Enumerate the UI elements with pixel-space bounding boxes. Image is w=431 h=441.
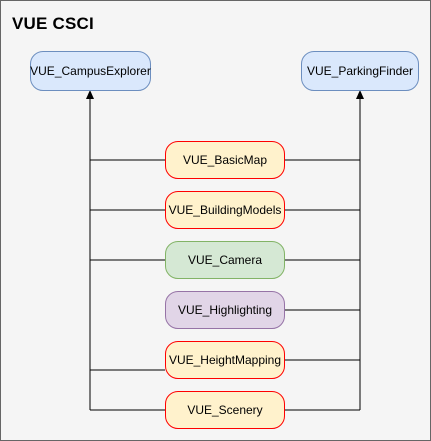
node-camera[interactable]: VUE_Camera <box>165 241 285 279</box>
diagram-title: VUE CSCI <box>12 14 94 33</box>
node-height-mapping[interactable]: VUE_HeightMapping <box>165 341 285 379</box>
node-parking-finder[interactable]: VUE_ParkingFinder <box>301 51 419 91</box>
parking-finder-arrowhead <box>356 90 364 99</box>
node-highlighting[interactable]: VUE_Highlighting <box>165 291 285 329</box>
node-building-models[interactable]: VUE_BuildingModels <box>165 191 285 229</box>
campus-explorer-arrowhead <box>86 90 94 99</box>
node-campus-explorer[interactable]: VUE_CampusExplorer <box>30 51 151 91</box>
node-scenery[interactable]: VUE_Scenery <box>165 391 285 429</box>
node-basic-map[interactable]: VUE_BasicMap <box>165 141 285 179</box>
